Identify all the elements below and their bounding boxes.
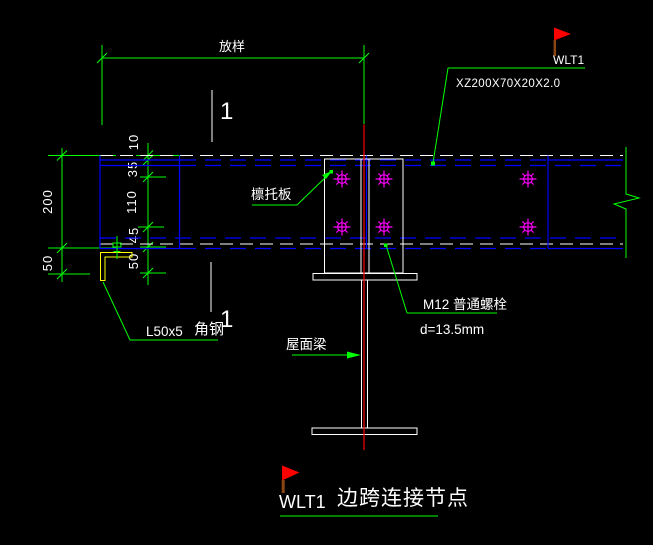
beam-top-flange — [312, 273, 418, 281]
dim-tick — [358, 52, 370, 64]
bolt-symbol — [332, 169, 352, 189]
bolt-symbol — [518, 169, 538, 189]
dim-200: 200 — [40, 189, 55, 214]
flag-icon — [554, 27, 571, 41]
dim-tick — [142, 221, 154, 233]
dim-50-left: 50 — [40, 255, 55, 271]
dim-35: 35 — [125, 161, 140, 177]
break-line — [612, 147, 641, 258]
bolt-callout: M12 普通螺栓 d=13.5mm — [384, 243, 508, 337]
section-marks: 1 1 — [210, 90, 233, 333]
top-flag-label: WLT1 — [553, 53, 584, 67]
plate-callout: 檩托板 — [251, 170, 333, 206]
dim-45: 45 — [126, 227, 141, 243]
flag-icon — [282, 465, 300, 481]
roof-beam-callout: 屋面梁 — [286, 337, 361, 359]
angle-label: 角钢 — [194, 321, 224, 338]
title-flag-label: WLT1 — [279, 492, 326, 512]
purlin-spec-text: XZ200X70X20X2.0 — [456, 78, 560, 90]
bolt-symbol — [332, 217, 352, 237]
section-mark-top: 1 — [220, 98, 233, 125]
leader-dot — [329, 170, 333, 174]
plate-label: 檩托板 — [251, 187, 292, 202]
dim-tick — [56, 242, 68, 254]
leader-line — [296, 172, 331, 206]
leader-arrowhead — [347, 351, 361, 359]
dim-tick — [142, 171, 154, 183]
drawing-title: WLT1 边跨连接节点 — [279, 465, 469, 517]
bolt-symbol — [518, 217, 538, 237]
angle-steel — [100, 236, 133, 281]
dim-50-right: 50 — [126, 253, 141, 269]
dim-tick — [56, 150, 68, 161]
roof-beam-label: 屋面梁 — [286, 337, 327, 352]
dim-10: 10 — [126, 134, 141, 150]
dim-110: 110 — [124, 190, 139, 214]
setout-dimension: 放样 — [96, 39, 370, 125]
leader-line — [102, 281, 131, 341]
purlin-spec-callout: WLT1 XZ200X70X20X2.0 — [431, 27, 585, 166]
detail-dimension-chain: 10 35 110 45 50 — [124, 134, 190, 285]
leader-dot — [431, 161, 435, 166]
leader-line — [385, 244, 408, 314]
angle-profile — [100, 252, 133, 281]
bolt-spec-text: M12 普通螺栓 — [423, 297, 508, 312]
angle-spec-text: L50x5 — [146, 324, 183, 339]
left-dimension-chain: 200 50 — [40, 148, 116, 282]
setout-dim-text: 放样 — [219, 39, 245, 54]
dim-tick — [56, 268, 68, 280]
title-text: 边跨连接节点 — [337, 487, 469, 510]
dim-tick — [142, 267, 154, 279]
dim-tick — [96, 52, 108, 64]
section-mark-bottom: 1 — [220, 306, 233, 333]
bolt-hole-dia-text: d=13.5mm — [420, 322, 484, 337]
bolt-symbol — [374, 169, 394, 189]
angle-callout: L50x5 角钢 — [102, 281, 224, 341]
leader-line — [432, 67, 449, 164]
bolt-symbol — [374, 217, 394, 237]
